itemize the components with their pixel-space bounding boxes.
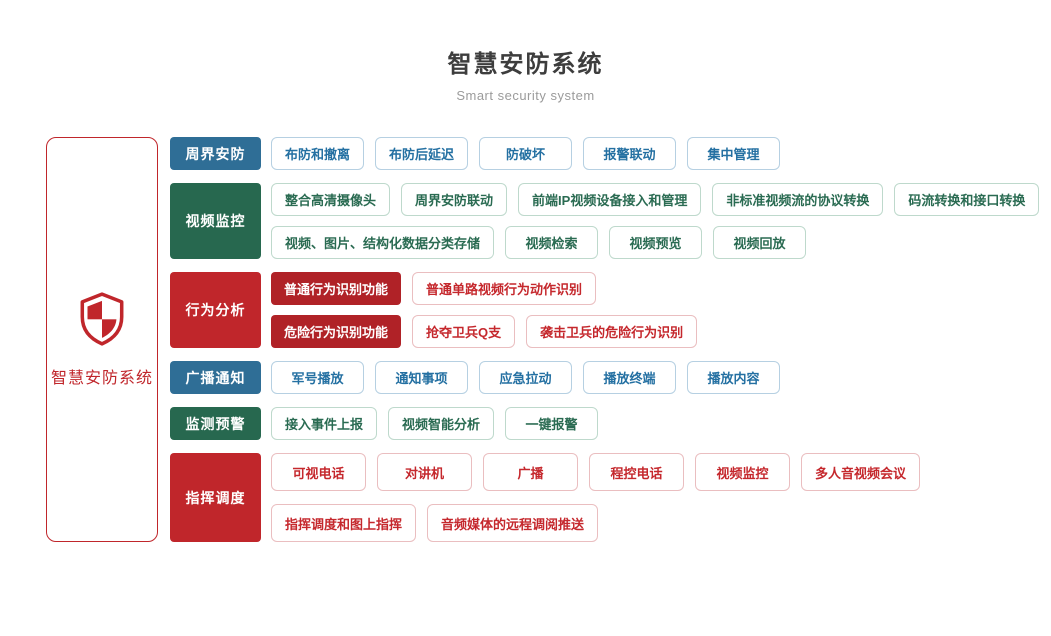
category-node: 视频监控	[170, 183, 261, 259]
page-title: 智慧安防系统	[447, 51, 604, 78]
branch-behavior-analysis: 行为分析 普通行为识别功能 普通单路视频行为动作识别 危险行为识别功能 抢夺卫兵…	[170, 272, 1039, 348]
feature-node: 通知事项	[375, 361, 468, 394]
page-subtitle: Smart security system	[456, 88, 595, 103]
feature-node: 程控电话	[589, 453, 684, 491]
feature-node: 视频监控	[695, 453, 790, 491]
category-node: 监测预警	[170, 407, 261, 440]
feature-node: 音频媒体的远程调阅推送	[427, 504, 599, 542]
feature-node: 布防和撤离	[271, 137, 365, 170]
feature-node: 普通单路视频行为动作识别	[412, 272, 597, 305]
feature-node: 接入事件上报	[271, 407, 378, 440]
feature-node: 军号播放	[271, 361, 364, 394]
feature-node: 布防后延迟	[375, 137, 469, 170]
branch-monitoring-warning: 监测预警 接入事件上报 视频智能分析 一键报警	[170, 407, 1039, 440]
feature-node: 前端IP视频设备接入和管理	[518, 183, 702, 216]
feature-node: 码流转换和接口转换	[894, 183, 1040, 216]
subcategory-node: 危险行为识别功能	[271, 315, 402, 348]
branch-broadcast-notice: 广播通知 军号播放 通知事项 应急拉动 播放终端 播放内容	[170, 361, 1039, 394]
branches: 周界安防 布防和撤离 布防后延迟 防破坏 报警联动 集中管理 视频监控 整合高清…	[170, 137, 1040, 542]
feature-node: 对讲机	[377, 453, 472, 491]
category-node: 指挥调度	[170, 453, 261, 542]
feature-node: 广播	[483, 453, 578, 491]
feature-node: 播放终端	[583, 361, 676, 394]
page-header: 智慧安防系统 Smart security system	[0, 0, 1051, 103]
feature-node: 抢夺卫兵Q支	[412, 315, 516, 348]
feature-node: 袭击卫兵的危险行为识别	[526, 315, 698, 348]
feature-node: 视频预览	[609, 226, 703, 259]
feature-node: 可视电话	[271, 453, 366, 491]
feature-node: 整合高清摄像头	[271, 183, 391, 216]
feature-node: 非标准视频流的协议转换	[712, 183, 884, 216]
feature-node: 多人音视频会议	[801, 453, 921, 491]
root-label: 智慧安防系统	[50, 370, 153, 387]
feature-node: 视频智能分析	[388, 407, 495, 440]
category-node: 广播通知	[170, 361, 261, 394]
category-node: 行为分析	[170, 272, 261, 348]
branch-command-dispatch: 指挥调度 可视电话 对讲机 广播 程控电话 视频监控 多人音视频会议 指挥调度和…	[170, 453, 1039, 542]
feature-node: 应急拉动	[479, 361, 572, 394]
subcategory-node: 普通行为识别功能	[271, 272, 402, 305]
feature-node: 视频检索	[505, 226, 599, 259]
branch-perimeter-security: 周界安防 布防和撤离 布防后延迟 防破坏 报警联动 集中管理	[170, 137, 1039, 170]
feature-node: 报警联动	[583, 137, 677, 170]
feature-node: 一键报警	[505, 407, 599, 440]
feature-node: 视频回放	[713, 226, 807, 259]
feature-node: 视频、图片、结构化数据分类存储	[271, 226, 495, 259]
branch-video-surveillance: 视频监控 整合高清摄像头 周界安防联动 前端IP视频设备接入和管理 非标准视频流…	[170, 183, 1040, 259]
feature-node: 周界安防联动	[401, 183, 508, 216]
feature-node: 播放内容	[687, 361, 780, 394]
category-node: 周界安防	[170, 137, 261, 170]
security-system-diagram: 智慧安防系统 周界安防 布防和撤离 布防后延迟 防破坏 报警联动 集中管理 视频…	[46, 137, 1051, 542]
shield-icon	[77, 291, 127, 352]
feature-node: 集中管理	[687, 137, 781, 170]
root-node: 智慧安防系统	[46, 137, 158, 542]
feature-node: 指挥调度和图上指挥	[271, 504, 417, 542]
feature-node: 防破坏	[479, 137, 573, 170]
